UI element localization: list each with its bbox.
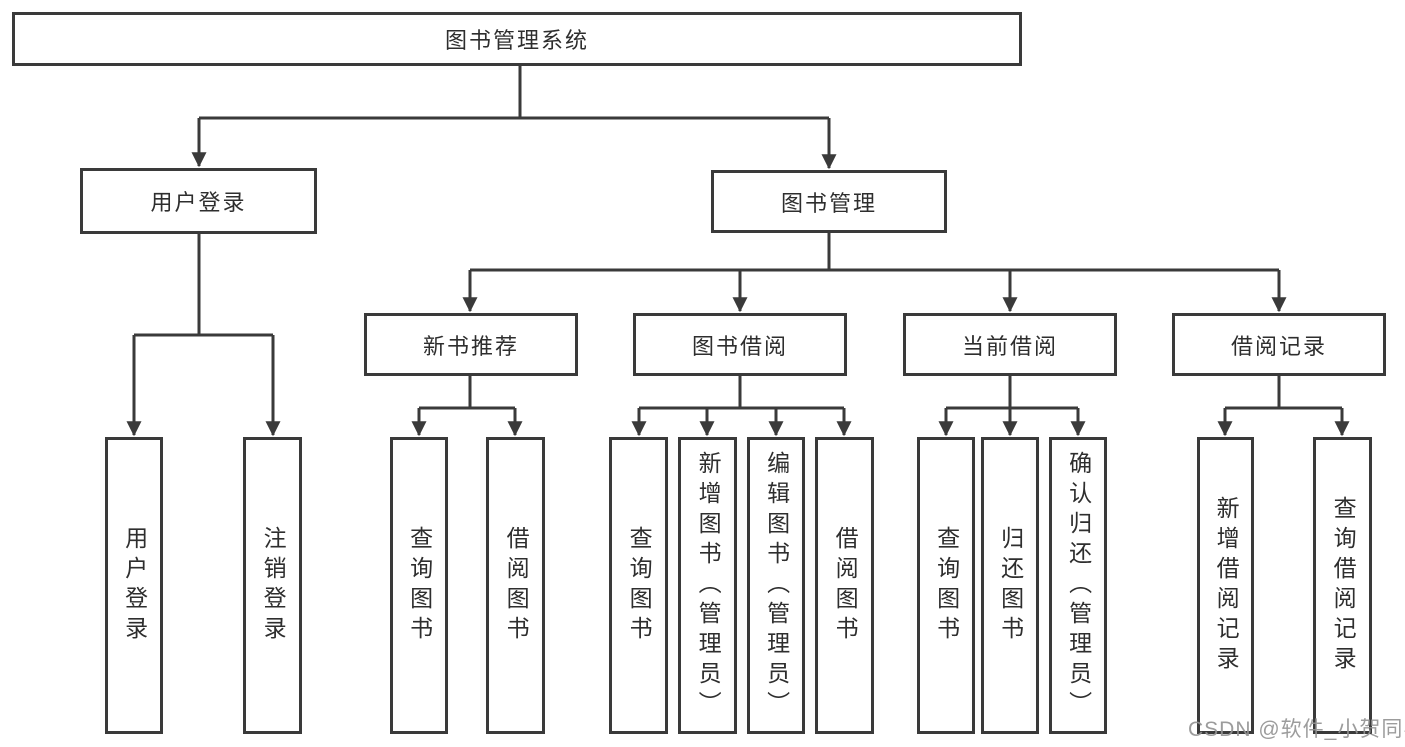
connector-current-borrow-rail <box>946 376 1078 410</box>
leaf-br-query-record-label: 查询借阅记录 <box>1330 495 1357 676</box>
node-current-borrow: 当前借阅 <box>903 313 1117 376</box>
node-new-book-recommend-label: 新书推荐 <box>422 333 519 359</box>
leaf-bb-query-book: 查询图书 <box>609 437 668 734</box>
node-current-borrow-label: 当前借阅 <box>961 333 1058 359</box>
leaf-bb-edit-book-admin: 编辑图书（管理员） <box>747 437 805 734</box>
connector-book-borrow-rail <box>639 376 844 410</box>
node-user-login: 用户登录 <box>80 168 317 234</box>
csdn-watermark: CSDN @软件_小贺同学 <box>1188 718 1405 741</box>
leaf-user-login-label: 用户登录 <box>121 525 148 646</box>
leaf-nr-borrow-book: 借阅图书 <box>486 437 545 734</box>
node-root-label: 图书管理系统 <box>444 28 589 53</box>
leaf-bb-query-book-label: 查询图书 <box>626 525 653 646</box>
leaf-cb-confirm-return-admin: 确认归还（管理员） <box>1049 437 1107 734</box>
leaf-bb-edit-book-admin-label: 编辑图书（管理员） <box>763 450 790 721</box>
leaf-cb-query-book-label: 查询图书 <box>933 525 960 646</box>
leaf-logout-label: 注销登录 <box>260 525 287 646</box>
connector-borrow-records-rail <box>1225 376 1342 410</box>
node-book-management-label: 图书管理 <box>780 190 877 216</box>
node-book-borrow: 图书借阅 <box>633 313 847 376</box>
leaf-bb-borrow-book-label: 借阅图书 <box>832 525 859 646</box>
node-new-book-recommend: 新书推荐 <box>364 313 578 376</box>
node-book-management: 图书管理 <box>711 170 947 233</box>
connector-new-book-recommend-rail <box>419 376 515 410</box>
node-borrow-records-label: 借阅记录 <box>1230 333 1327 359</box>
leaf-br-add-record-label: 新增借阅记录 <box>1213 495 1240 676</box>
leaf-nr-query-book-label: 查询图书 <box>406 525 433 646</box>
leaf-cb-return-book: 归还图书 <box>981 437 1039 734</box>
leaf-bb-add-book-admin-label: 新增图书（管理员） <box>695 450 722 721</box>
leaf-cb-confirm-return-admin-label: 确认归还（管理员） <box>1065 450 1092 721</box>
leaf-nr-borrow-book-label: 借阅图书 <box>503 525 530 646</box>
leaf-br-query-record: 查询借阅记录 <box>1313 437 1372 734</box>
node-user-login-label: 用户登录 <box>150 190 247 215</box>
leaf-cb-query-book: 查询图书 <box>917 437 975 734</box>
leaf-br-add-record: 新增借阅记录 <box>1197 437 1254 734</box>
leaf-bb-borrow-book: 借阅图书 <box>815 437 874 734</box>
node-root-system: 图书管理系统 <box>12 12 1022 66</box>
leaf-bb-add-book-admin: 新增图书（管理员） <box>678 437 737 734</box>
leaf-nr-query-book: 查询图书 <box>390 437 448 734</box>
leaf-user-login: 用户登录 <box>105 437 163 734</box>
node-book-borrow-label: 图书借阅 <box>691 333 788 359</box>
leaf-cb-return-book-label: 归还图书 <box>997 525 1024 646</box>
leaf-logout: 注销登录 <box>243 437 302 734</box>
node-borrow-records: 借阅记录 <box>1172 313 1386 376</box>
